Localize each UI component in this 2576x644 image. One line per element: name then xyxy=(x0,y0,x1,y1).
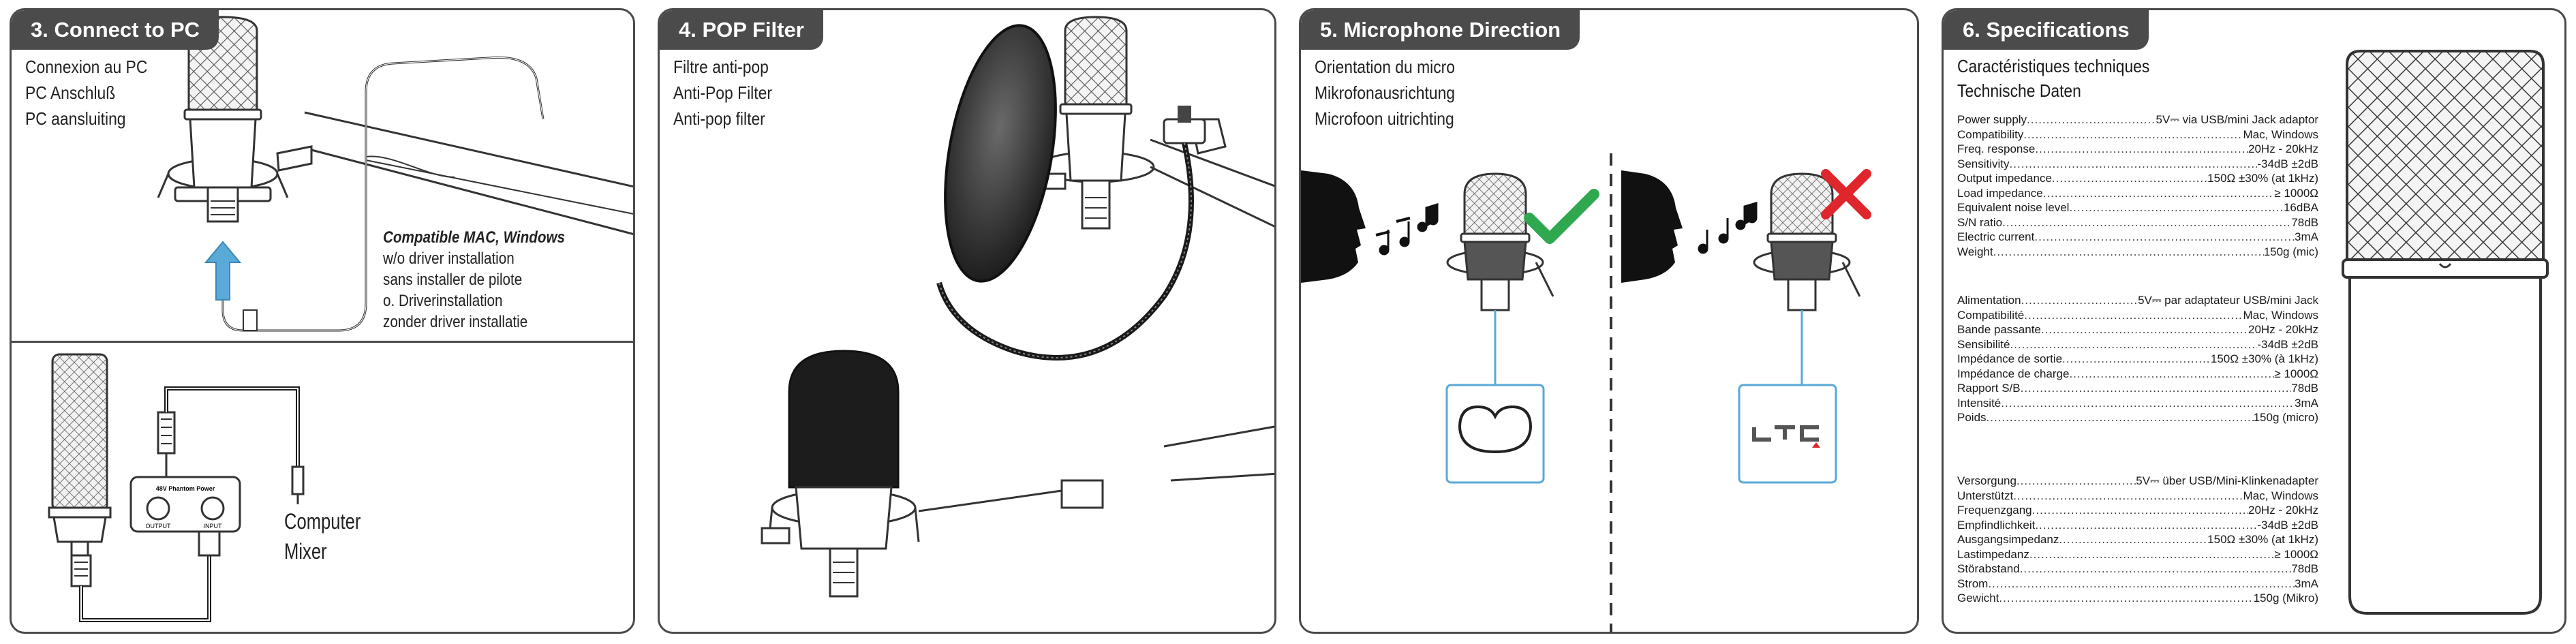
translations: Connexion au PC PC Anschluß PC aansluiti… xyxy=(25,54,147,132)
phantom-power-label: 48V Phantom Power xyxy=(156,485,215,492)
translations: Filtre anti-pop Anti-Pop Filter Anti-pop… xyxy=(673,54,772,132)
spec-row: Impédance de sortie150Ω ±30% (à 1kHz) xyxy=(1957,352,2318,367)
brand-logo-box xyxy=(1738,384,1837,484)
panel-microphone-direction: 5. Microphone Direction Orientation du m… xyxy=(1299,8,1919,634)
compat-line: o. Driverinstallation xyxy=(383,292,503,310)
spec-row: Alimentation5V⎓ par adaptateur USB/mini … xyxy=(1957,293,2318,308)
spec-row: Freq. response20Hz - 20kHz xyxy=(1957,142,2318,157)
spec-table-fr: Alimentation5V⎓ par adaptateur USB/mini … xyxy=(1957,293,2318,425)
compat-heading: Compatible MAC, Windows xyxy=(383,228,565,247)
panel-specifications: 6. Specifications Caractéristiques techn… xyxy=(1942,8,2566,634)
spec-row: Intensité3mA xyxy=(1957,396,2318,411)
spec-row: Bande passante20Hz - 20kHz xyxy=(1957,322,2318,337)
mixer-line: Mixer xyxy=(284,539,327,564)
spec-row: Impédance de charge≥ 1000Ω xyxy=(1957,367,2318,382)
translation-fr: Filtre anti-pop xyxy=(673,57,769,77)
spec-table-de: Versorgung5V⎓ über USB/Mini-Klinkenadapt… xyxy=(1957,474,2318,606)
phantom-input-label: INPUT xyxy=(204,523,223,530)
direction-illustration xyxy=(1301,153,1871,632)
compat-line: zonder driver installatie xyxy=(383,313,528,331)
panel-pop-filter: 4. POP Filter Filtre anti-pop Anti-Pop F… xyxy=(658,8,1276,634)
translation-de: Anti-Pop Filter xyxy=(673,82,772,103)
mixer-line: Computer xyxy=(284,509,361,534)
spec-row: Poids150g (micro) xyxy=(1957,410,2318,425)
spec-row: CompatibilityMac, Windows xyxy=(1957,127,2318,142)
spec-row: CompatibilitéMac, Windows xyxy=(1957,308,2318,323)
spec-table-en: Power supply5V⎓ via USB/mini Jack adapto… xyxy=(1957,112,2318,259)
music-notes-left-icon xyxy=(1375,202,1439,256)
spec-row: Frequenzgang20Hz - 20kHz xyxy=(1957,503,2318,518)
spec-row: Weight150g (mic) xyxy=(1957,245,2318,260)
translation-nl: PC aansluiting xyxy=(25,108,126,129)
section-title: 4. POP Filter xyxy=(660,10,823,50)
spec-row: Sensibilité-34dB ±2dB xyxy=(1957,337,2318,352)
spec-row: Lastimpedanz≥ 1000Ω xyxy=(1957,547,2318,562)
spec-row: Rapport S/B78dB xyxy=(1957,381,2318,396)
heading-de: Technische Daten xyxy=(1957,80,2081,101)
section-title: 3. Connect to PC xyxy=(12,10,219,50)
spec-row: S/N ratio78dB xyxy=(1957,215,2318,230)
section-title: 5. Microphone Direction xyxy=(1301,10,1580,50)
face-silhouette-right xyxy=(1621,170,1683,283)
spec-row: Output impedance150Ω ±30% (at 1kHz) xyxy=(1957,171,2318,186)
spec-row: Strom3mA xyxy=(1957,577,2318,592)
check-icon xyxy=(1524,189,1599,244)
translation-de: Mikrofonausrichtung xyxy=(1315,82,1456,103)
translation-fr: Orientation du micro xyxy=(1315,57,1456,77)
compatibility-note: Compatible MAC, Windows w/o driver insta… xyxy=(383,227,565,333)
spec-row: Gewicht150g (Mikro) xyxy=(1957,591,2318,606)
compat-line: sans installer de pilote xyxy=(383,271,523,289)
compat-line: w/o driver installation xyxy=(383,249,515,268)
cardioid-icon xyxy=(1458,405,1533,454)
mixer-label: Computer Mixer xyxy=(284,506,361,566)
section-divider xyxy=(12,341,633,343)
spec-row: Load impedance≥ 1000Ω xyxy=(1957,186,2318,201)
face-silhouette-left xyxy=(1301,170,1366,283)
heading-fr: Caractéristiques techniques xyxy=(1957,56,2150,76)
spec-row: Electric current3mA xyxy=(1957,230,2318,245)
spec-row: Power supply5V⎓ via USB/mini Jack adapto… xyxy=(1957,112,2318,127)
spec-row: Equivalent noise level16dBA xyxy=(1957,200,2318,215)
spec-row: Versorgung5V⎓ über USB/Mini-Klinkenadapt… xyxy=(1957,474,2318,489)
spec-row: Empfindlichkeit-34dB ±2dB xyxy=(1957,518,2318,533)
phantom-output-label: OUTPUT xyxy=(146,523,172,530)
translation-nl: Microfoon uitrichting xyxy=(1315,108,1454,129)
spec-row: Störabstand78dB xyxy=(1957,562,2318,577)
spec-row: UnterstütztMac, Windows xyxy=(1957,489,2318,504)
translation-de: PC Anschluß xyxy=(25,82,116,103)
spec-row: Ausgangsimpedanz150Ω ±30% (at 1kHz) xyxy=(1957,532,2318,547)
music-notes-right-icon xyxy=(1698,201,1758,254)
brand-logo-small-icon xyxy=(2438,263,2452,269)
microphone-illustration xyxy=(2342,50,2549,615)
translation-nl: Anti-pop filter xyxy=(673,108,765,129)
section-title: 6. Specifications xyxy=(1944,10,2149,50)
cross-icon xyxy=(1821,169,1871,219)
panel-connect-to-pc: 48V Phantom Power OUTPUT INPUT 3. Connec… xyxy=(10,8,635,634)
translations: Orientation du micro Mikrofonausrichtung… xyxy=(1315,54,1455,132)
translation-fr: Connexion au PC xyxy=(25,57,148,77)
brand-logo-icon xyxy=(1752,425,1819,442)
pop-filter-illustration xyxy=(761,16,1274,598)
spec-row: Sensitivity-34dB ±2dB xyxy=(1957,157,2318,172)
spec-headings: Caractéristiques techniques Technische D… xyxy=(1957,54,2149,103)
